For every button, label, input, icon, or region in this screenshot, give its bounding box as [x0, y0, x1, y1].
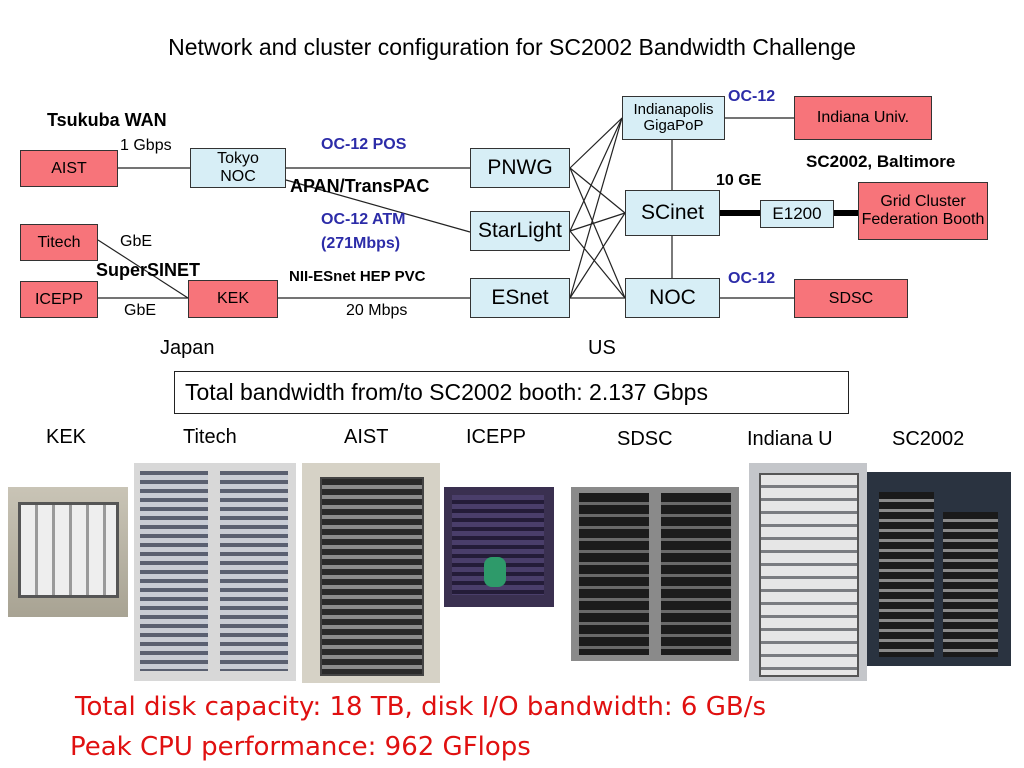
photo-kek-cluster [8, 487, 128, 617]
node-indiana-univ: Indiana Univ. [794, 96, 932, 140]
page-title: Network and cluster configuration for SC… [168, 34, 856, 60]
tokyo-noc-line1: Tokyo [217, 150, 259, 168]
caption-sc2002: SC2002 [892, 428, 965, 450]
photo-icepp-cluster [444, 487, 554, 607]
node-icepp: ICEPP [20, 281, 98, 318]
label-gbe-titech: GbE [120, 233, 153, 250]
node-noc: NOC [625, 278, 720, 318]
caption-sdsc: SDSC [617, 428, 673, 450]
node-esnet: ESnet [470, 278, 570, 318]
node-aist: AIST [20, 150, 118, 187]
indianapolis-line2: GigaPoP [643, 117, 704, 134]
photo-titech-cluster [134, 463, 296, 681]
label-oc12-top: OC-12 [728, 88, 776, 105]
caption-icepp: ICEPP [466, 426, 527, 448]
photo-sdsc-cluster [571, 487, 739, 661]
label-atm-rate: (271Mbps) [321, 235, 401, 252]
label-gbe-icepp: GbE [124, 302, 157, 319]
grid-line1: Grid Cluster [880, 193, 966, 211]
footer-disk-capacity: Total disk capacity: 18 TB, disk I/O ban… [75, 692, 767, 722]
photo-sc2002-booth [867, 472, 1011, 666]
node-grid-cluster-booth: Grid Cluster Federation Booth [858, 182, 988, 240]
caption-aist: AIST [344, 426, 389, 448]
label-oc12-bottom: OC-12 [728, 270, 776, 287]
node-scinet: SCinet [625, 190, 720, 236]
node-pnwg: PNWG [470, 148, 570, 188]
label-1gbps: 1 Gbps [120, 137, 172, 154]
label-us: US [588, 337, 616, 359]
label-supersinet: SuperSINET [96, 260, 201, 280]
caption-titech: Titech [183, 426, 237, 448]
label-apan-transpac: APAN/TransPAC [290, 176, 430, 196]
grid-line2: Federation Booth [861, 211, 985, 228]
label-nii-esnet: NII-ESnet HEP PVC [289, 268, 426, 285]
node-titech: Titech [20, 224, 98, 261]
tokyo-noc-line2: NOC [220, 168, 256, 185]
total-bandwidth-box: Total bandwidth from/to SC2002 booth: 2.… [174, 371, 849, 414]
node-e1200: E1200 [760, 200, 834, 228]
indianapolis-line1: Indianapolis [633, 100, 714, 118]
label-sc2002-baltimore: SC2002, Baltimore [806, 152, 956, 171]
node-starlight: StarLight [470, 211, 570, 251]
node-sdsc: SDSC [794, 279, 908, 318]
photo-indiana-cluster [749, 463, 867, 681]
label-10ge: 10 GE [716, 172, 762, 189]
footer-cpu-performance: Peak CPU performance: 962 GFlops [70, 732, 531, 762]
node-kek: KEK [188, 280, 278, 318]
photo-aist-cluster [302, 463, 440, 683]
node-indianapolis-gigapop: Indianapolis GigaPoP [622, 96, 725, 140]
caption-indiana-u: Indiana U [747, 428, 833, 450]
label-20mbps: 20 Mbps [346, 302, 408, 319]
label-tsukuba-wan: Tsukuba WAN [47, 110, 167, 130]
label-oc12-atm: OC-12 ATM [321, 211, 406, 228]
total-bandwidth-text: Total bandwidth from/to SC2002 booth: 2.… [185, 379, 708, 405]
caption-kek: KEK [46, 426, 87, 448]
node-tokyo-noc: Tokyo NOC [190, 148, 286, 188]
label-japan: Japan [160, 337, 215, 359]
label-oc12-pos: OC-12 POS [321, 136, 407, 153]
